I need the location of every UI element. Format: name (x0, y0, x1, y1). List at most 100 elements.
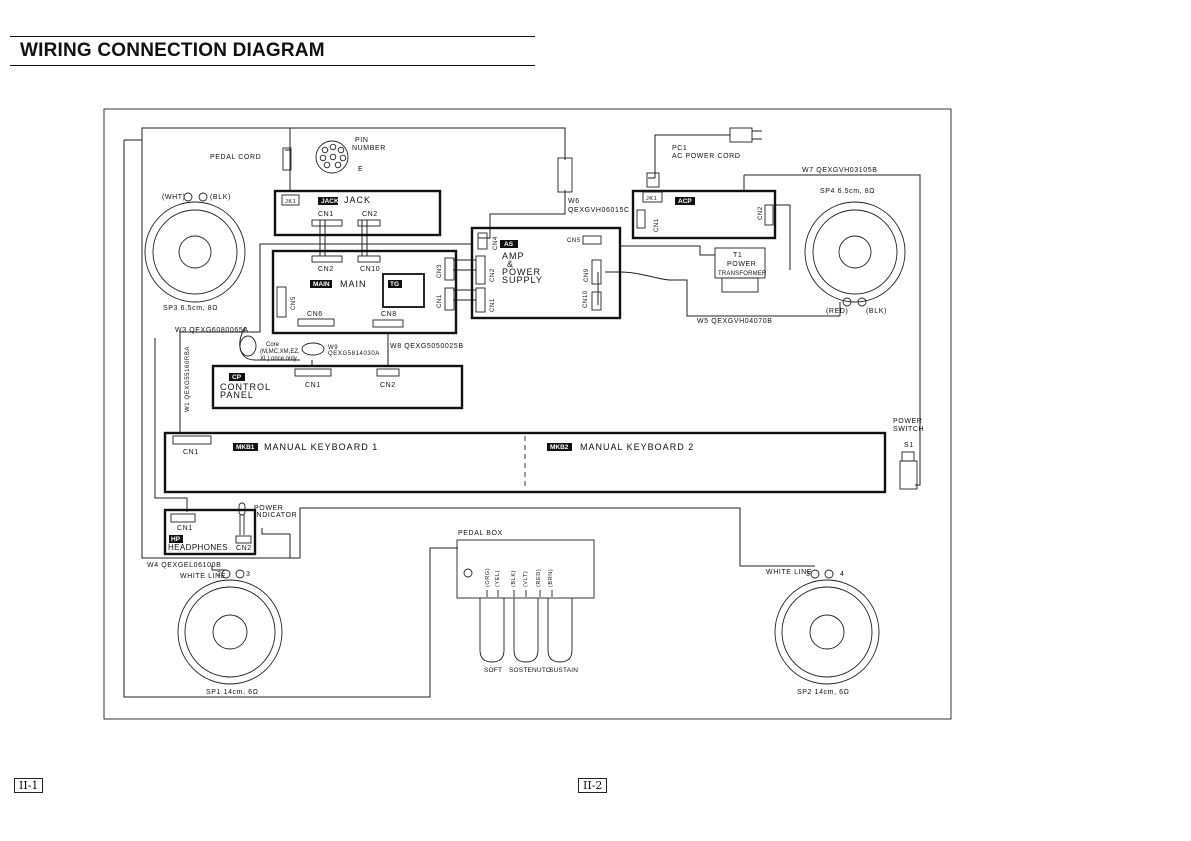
sp4-minus-terminal (857, 297, 867, 307)
main-cn8-label: CN8 (381, 311, 397, 318)
pedal-cord-plug (282, 147, 292, 171)
acp-cn2-connector (764, 204, 774, 226)
cp-cn2-connector (376, 368, 400, 377)
core-label-3: XL) once only (260, 356, 297, 362)
cp-cn1-label: CN1 (305, 382, 321, 389)
pin-connector (315, 140, 349, 174)
main-cn10-label: CN10 (360, 266, 380, 273)
jack-board (273, 189, 442, 237)
hp-cn1-label: CN1 (177, 525, 193, 532)
main-cn3-connector (444, 257, 455, 281)
amp-cn2-connector (475, 255, 486, 285)
sp3-label: SP3 6.5cm, 8Ω (163, 305, 218, 312)
sp2-label: SP2 14cm, 6Ω (797, 689, 850, 696)
sp3-minus-terminal (198, 192, 208, 202)
sp4-blk-label: (BLK) (866, 308, 887, 315)
jack-cn1-label: CN1 (318, 211, 334, 218)
main-cn1-label: CN1 (437, 294, 443, 308)
main-tag: MAIN (313, 281, 330, 288)
amp-cn2-label: CN2 (490, 268, 496, 282)
amp-cn10-connector (591, 291, 602, 311)
main-cn2-label: CN2 (318, 266, 334, 273)
speaker-sp1 (177, 579, 283, 685)
jack-tag: JACK (321, 198, 339, 205)
w9-label-1: W9 (328, 345, 338, 351)
sp4-label: SP4 6.5cm, 8Ω (820, 188, 875, 195)
pedal-label-sostenuto: SOSTENUTO (509, 667, 551, 674)
ac-inlet (646, 172, 660, 188)
pin-e-label: E (358, 166, 363, 173)
speaker-sp3 (144, 201, 246, 303)
mkb1-cn1-label: CN1 (183, 449, 199, 456)
title-rule-top (10, 36, 535, 37)
hp-tag: HP (171, 536, 181, 543)
amp-cn4-label: CN4 (493, 236, 499, 250)
w6-label-1: W6 (568, 198, 580, 205)
amp-cn5-connector (582, 235, 602, 245)
amp-cn1-label: CN1 (490, 298, 496, 312)
main-board (271, 249, 458, 335)
hp-cn2-label: CN2 (236, 545, 252, 552)
hp-cn2-connector (235, 535, 252, 544)
cp-tag-bg (229, 373, 245, 381)
pedal-label-soft: SOFT (484, 667, 502, 674)
amp-cn5-label: CN5 (567, 238, 581, 244)
pedal-box-leads (486, 590, 553, 597)
power-switch-line2: SWITCH (893, 426, 924, 433)
pedal-wire-org: (ORG) (485, 568, 491, 587)
sp1-white-line: WHITE LINE (180, 573, 226, 580)
page-number-left: II-1 (14, 778, 44, 793)
jack-jk1-connector (281, 194, 300, 206)
acp-jk1-label: JK1 (646, 196, 657, 202)
mkb2-tag: MKB2 (550, 444, 569, 451)
jack-cn2-label: CN2 (362, 211, 378, 218)
ferrite-core-w9 (301, 342, 325, 356)
w6-label-2: QEXGVH06015C (568, 207, 630, 214)
mkb2-tag-bg (547, 443, 572, 451)
w1-label: W1 QEXG55160RBA (185, 346, 191, 412)
page-number-right: II-2 (578, 778, 608, 793)
ferrite-core-left (239, 335, 257, 357)
acp-cn1-connector (636, 209, 646, 229)
power-switch-body (899, 460, 918, 490)
speaker-sp4 (804, 201, 906, 303)
hp-cn1-connector (170, 513, 196, 523)
power-indicator-line2: INDICATOR (254, 512, 297, 519)
main-name: MAIN (340, 279, 367, 289)
tg-tag-bg (388, 280, 402, 288)
mkb2-name: MANUAL KEYBOARD 2 (580, 442, 694, 452)
main-cn3-label: CN3 (437, 264, 443, 278)
manual-keyboard-board (163, 431, 887, 494)
s1-label: S1 (904, 442, 914, 449)
main-cn2-connector (311, 255, 343, 263)
title-rule-bottom (10, 65, 535, 66)
power-indicator-leads (239, 515, 245, 535)
mkb1-tag-bg (233, 443, 258, 451)
amp-name-4: SUPPLY (502, 275, 543, 285)
main-cn5-label: CN5 (291, 296, 297, 310)
core-label-2: (M,MC,XM,EZ, (260, 349, 300, 355)
pedal-box-title: PEDAL BOX (458, 530, 503, 537)
main-cn6-label: CN6 (307, 311, 323, 318)
sp1-terminal-2: 2 (217, 571, 222, 578)
acp-board (631, 189, 777, 240)
cp-name-1: CONTROL (220, 382, 271, 392)
sp1-label: SP1 14cm, 6Ω (206, 689, 259, 696)
mkb1-tag: MKB1 (236, 444, 255, 451)
sp3-plus-terminal (183, 192, 193, 202)
sp4-plus-terminal (842, 297, 852, 307)
amp-tag: AS (504, 241, 514, 248)
pedal-sustain (547, 598, 573, 663)
pedal-sostenuto (513, 598, 539, 663)
main-cn10-connector (357, 255, 381, 263)
tg-tag: TG (390, 281, 399, 288)
pedal-box-ground (463, 568, 473, 578)
pedal-wire-yel: (YEL) (495, 570, 501, 587)
acp-tag: ACP (678, 198, 692, 205)
amp-board (470, 226, 622, 320)
pin-number-line1: PIN (355, 137, 368, 144)
mkb1-name: MANUAL KEYBOARD 1 (264, 442, 378, 452)
tg-board (382, 273, 425, 308)
acp-cn1-label: CN1 (654, 218, 660, 232)
